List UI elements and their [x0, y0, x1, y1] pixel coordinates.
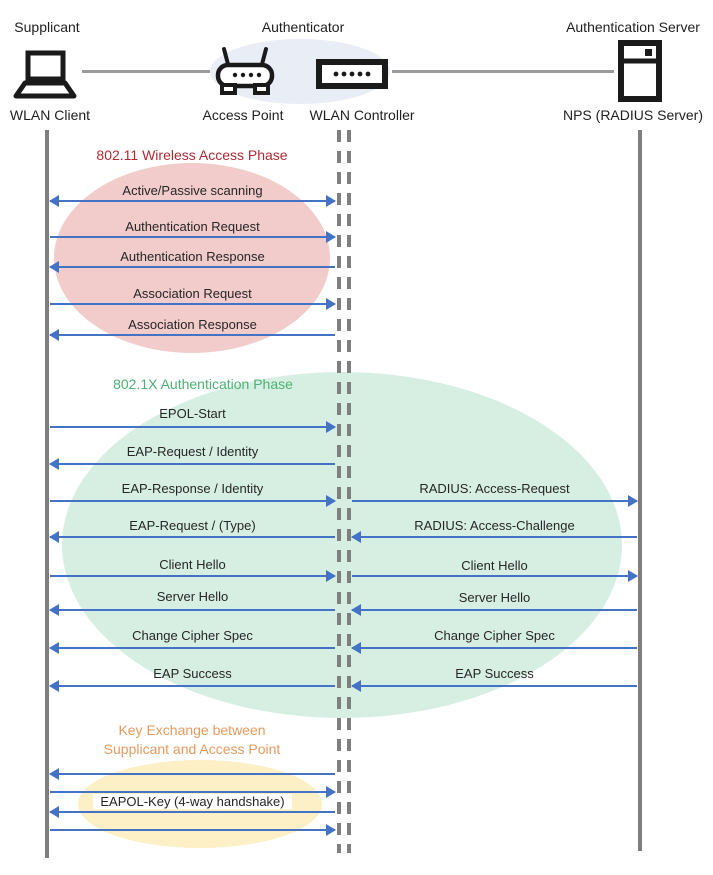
message-label: Client Hello [159, 557, 226, 572]
arrow-authentication-request [50, 231, 336, 243]
laptop-icon [13, 50, 77, 99]
message-label: EAP Success [455, 666, 534, 681]
message-label: EAP-Request / (Type) [129, 518, 256, 533]
arrow-eap-response-identity [50, 495, 336, 507]
arrow-change-cipher-spec-right [351, 642, 637, 654]
arrow-client-hello-left [50, 570, 336, 582]
message-label: EAP Success [153, 666, 232, 681]
connector-line-right [392, 70, 614, 73]
message-label: Change Cipher Spec [132, 628, 253, 643]
role-supplicant: Supplicant [14, 19, 80, 35]
message-label: Authentication Response [120, 249, 265, 264]
message-label: EAP-Request / Identity [126, 444, 259, 459]
message-label: Active/Passive scanning [122, 183, 263, 198]
message-label: RADIUS: Access-Request [419, 481, 570, 496]
arrow-association-response [49, 329, 335, 341]
device-wlan-controller: WLAN Controller [309, 107, 415, 123]
device-access-point: Access Point [202, 107, 284, 123]
message-label: EAP-Response / Identity [121, 481, 264, 496]
phase-ellipse-authentication [62, 372, 622, 718]
lifeline-nps-server [638, 130, 642, 851]
message-label: EAPOL-Key (4-way handshake) [50, 794, 335, 810]
connector-line-left [82, 70, 210, 73]
phase-title-wireless-access: 802.11 Wireless Access Phase [96, 147, 288, 163]
lifeline-access-point [337, 130, 341, 853]
arrow-eap-request-type [49, 531, 335, 543]
message-label: EPOL-Start [159, 406, 226, 421]
lifeline-wlan-controller [347, 130, 351, 853]
arrow-key-exchange-3 [49, 806, 335, 818]
device-wlan-client: WLAN Client [9, 107, 91, 123]
arrow-client-hello-right [352, 570, 638, 582]
arrow-key-exchange-1 [49, 768, 335, 780]
arrow-server-hello-right [351, 604, 637, 616]
role-authentication-server: Authentication Server [566, 19, 700, 35]
device-nps-radius-server: NPS (RADIUS Server) [562, 107, 704, 123]
message-label: Server Hello [156, 589, 229, 604]
arrow-epol-start [50, 421, 336, 433]
arrow-change-cipher-spec-left [49, 642, 335, 654]
arrow-authentication-response [49, 261, 335, 273]
server-icon [618, 40, 662, 102]
role-authenticator: Authenticator [261, 19, 345, 35]
arrow-association-request [50, 298, 336, 310]
arrow-server-hello-left [49, 604, 335, 616]
phase-title-key-exchange: Key Exchange between Supplicant and Acce… [103, 722, 281, 757]
wlan-controller-icon [316, 59, 388, 89]
message-label: Authentication Request [125, 219, 260, 234]
arrow-eap-success-right [351, 680, 637, 692]
lifeline-wlan-client [45, 130, 49, 858]
message-label: Association Response [128, 317, 257, 332]
arrow-radius-access-challenge [351, 531, 637, 543]
phase-title-authentication: 802.1X Authentication Phase [113, 376, 293, 392]
message-label: Change Cipher Spec [434, 628, 555, 643]
arrow-active-passive-scanning [49, 195, 336, 207]
phase-ellipse-wireless-access [54, 163, 330, 353]
arrow-eap-success-left [49, 680, 335, 692]
arrow-eap-request-identity [49, 458, 335, 470]
message-label: Client Hello [461, 558, 528, 573]
arrow-key-exchange-2 [50, 786, 336, 798]
arrow-radius-access-request [352, 495, 638, 507]
eapol-key-label: EAPOL-Key (4-way handshake) [93, 794, 292, 809]
message-label: RADIUS: Access-Challenge [414, 518, 575, 533]
message-label: Server Hello [458, 590, 531, 605]
access-point-icon [215, 47, 275, 95]
message-label: Association Request [133, 286, 252, 301]
arrow-key-exchange-4 [50, 824, 336, 836]
